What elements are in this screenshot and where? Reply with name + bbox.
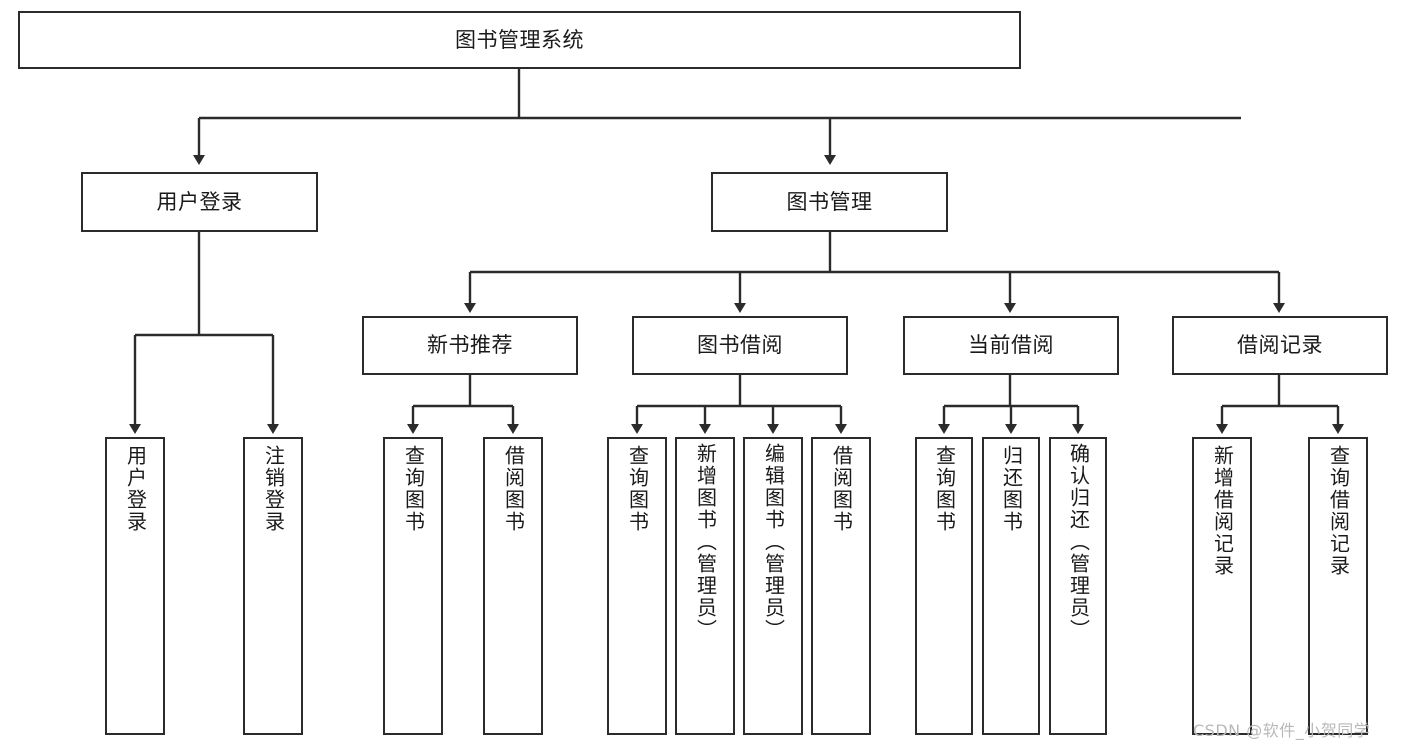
node-book-management[interactable]: 图书管理 xyxy=(711,172,948,232)
node-label: 图书管理系统 xyxy=(455,27,584,52)
leaf-user-login-logout[interactable]: 注销登录 xyxy=(243,437,303,735)
node-label: 查询图书 xyxy=(932,445,957,533)
node-label: 当前借阅 xyxy=(968,333,1054,358)
node-label: 用户登录 xyxy=(123,445,148,533)
node-label: 新增借阅记录 xyxy=(1210,445,1235,577)
node-label: 借阅图书 xyxy=(501,445,526,533)
leaf-book-borrow-add[interactable]: 新增图书（管理员） xyxy=(675,437,735,735)
leaf-current-borrow-confirm[interactable]: 确认归还（管理员） xyxy=(1049,437,1107,735)
node-label: 新书推荐 xyxy=(427,333,513,358)
leaf-new-book-borrow[interactable]: 借阅图书 xyxy=(483,437,543,735)
leaf-user-login-login[interactable]: 用户登录 xyxy=(105,437,165,735)
node-label: 新增图书（管理员） xyxy=(693,443,718,641)
node-new-book-recommend[interactable]: 新书推荐 xyxy=(362,316,578,375)
node-user-login[interactable]: 用户登录 xyxy=(81,172,318,232)
node-current-borrow[interactable]: 当前借阅 xyxy=(903,316,1119,375)
leaf-new-book-query[interactable]: 查询图书 xyxy=(383,437,443,735)
node-label: 注销登录 xyxy=(261,445,286,533)
leaf-book-borrow-query[interactable]: 查询图书 xyxy=(607,437,667,735)
node-label: 借阅图书 xyxy=(829,445,854,533)
leaf-book-borrow-borrow[interactable]: 借阅图书 xyxy=(811,437,871,735)
node-label: 归还图书 xyxy=(999,445,1024,533)
leaf-borrow-record-query[interactable]: 查询借阅记录 xyxy=(1308,437,1368,735)
node-label: 图书管理 xyxy=(786,189,873,214)
leaf-book-borrow-edit[interactable]: 编辑图书（管理员） xyxy=(743,437,803,735)
node-label: 图书借阅 xyxy=(697,333,783,358)
node-root-system[interactable]: 图书管理系统 xyxy=(18,11,1021,69)
leaf-current-borrow-query[interactable]: 查询图书 xyxy=(915,437,973,735)
node-book-borrow[interactable]: 图书借阅 xyxy=(632,316,848,375)
node-label: 编辑图书（管理员） xyxy=(761,443,786,641)
node-label: 借阅记录 xyxy=(1237,333,1323,358)
leaf-current-borrow-return[interactable]: 归还图书 xyxy=(982,437,1040,735)
node-label: 用户登录 xyxy=(156,189,243,214)
node-label: 确认归还（管理员） xyxy=(1066,443,1091,641)
node-label: 查询图书 xyxy=(401,445,426,533)
csdn-watermark: CSDN @软件_小贺同学 xyxy=(1193,721,1371,740)
leaf-borrow-record-add[interactable]: 新增借阅记录 xyxy=(1192,437,1252,735)
node-label: 查询图书 xyxy=(625,445,650,533)
node-label: 查询借阅记录 xyxy=(1326,445,1351,577)
node-borrow-record[interactable]: 借阅记录 xyxy=(1172,316,1388,375)
